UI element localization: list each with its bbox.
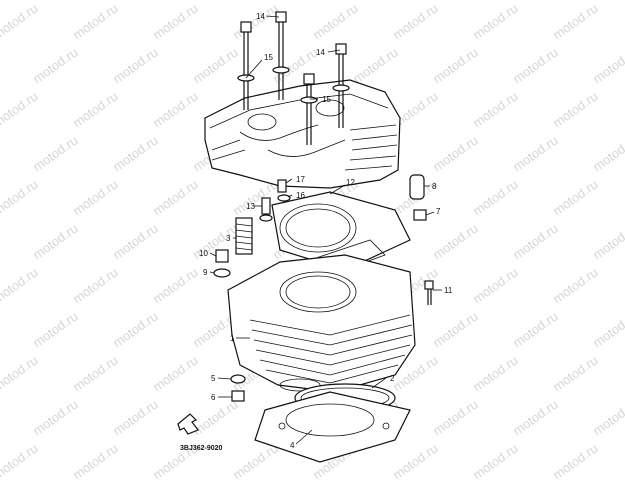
head-gasket <box>271 191 411 276</box>
callout-2: 2 <box>390 374 395 383</box>
front-arrow-icon <box>177 413 199 435</box>
callout-9: 9 <box>203 268 208 277</box>
leader-lines <box>209 15 442 445</box>
callout-16: 16 <box>296 191 305 200</box>
callout-8: 8 <box>432 182 437 191</box>
callout-17: 17 <box>296 175 305 184</box>
callout-5: 5 <box>211 374 216 383</box>
callout-14-right: 14 <box>316 48 325 57</box>
callout-1: 1 <box>230 334 235 343</box>
callout-11: 11 <box>444 286 453 295</box>
cylinder-head <box>204 79 401 189</box>
callout-3: 3 <box>226 234 231 243</box>
callout-6: 6 <box>211 393 216 402</box>
small-parts <box>213 174 434 402</box>
part-code: 3BJ362-9020 <box>180 445 223 452</box>
cylinder-block <box>227 254 416 393</box>
callout-15-right: 15 <box>322 95 331 104</box>
callout-15-left: 15 <box>264 53 273 62</box>
callout-13: 13 <box>246 202 255 211</box>
cylinder-diagram: 14 15 14 15 17 16 12 13 3 10 9 8 7 11 1 … <box>177 11 453 463</box>
callout-7: 7 <box>436 207 441 216</box>
callout-10: 10 <box>199 249 208 258</box>
callout-12: 12 <box>346 178 355 187</box>
callout-numbers: 14 15 14 15 17 16 12 13 3 10 9 8 7 11 1 … <box>199 12 453 450</box>
callout-4: 4 <box>290 441 295 450</box>
base-gasket <box>254 391 411 463</box>
callout-14-top: 14 <box>256 12 265 21</box>
